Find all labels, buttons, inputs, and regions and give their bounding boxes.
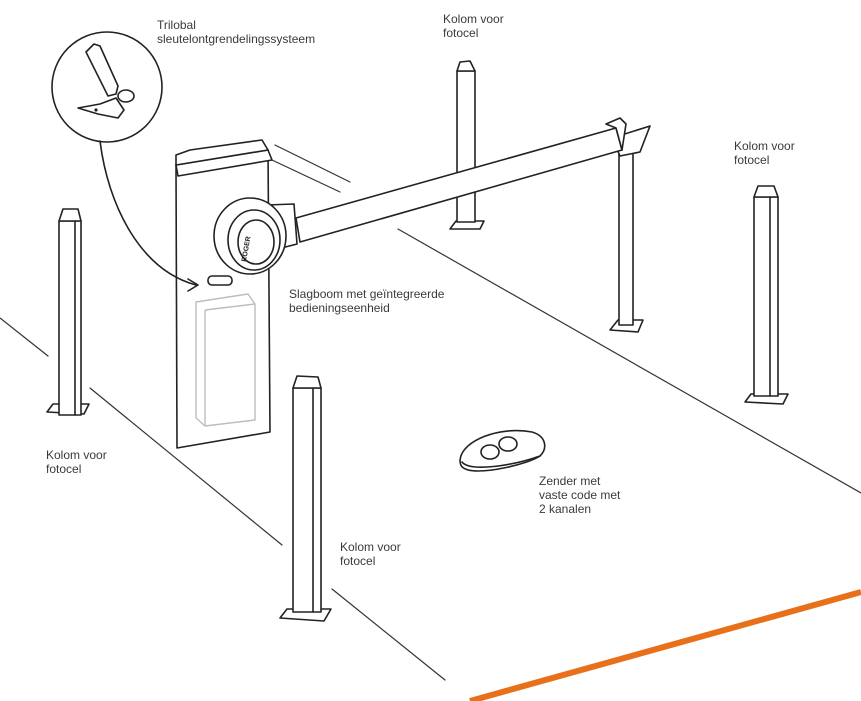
photocell-column-front <box>279 375 332 622</box>
brand-logo: ROGER <box>241 236 252 262</box>
photocell-column-top-center <box>449 60 485 230</box>
motor-hub <box>213 197 298 275</box>
photocell-column-right <box>744 185 789 405</box>
road-lines <box>0 144 861 681</box>
boom-arm <box>295 117 627 243</box>
photocell-column-left <box>46 208 90 416</box>
barrier-cabinet <box>175 139 273 449</box>
accent-stripe <box>469 589 861 701</box>
key-connector-arrow <box>99 140 199 292</box>
boom-support-post <box>609 125 651 333</box>
trilobal-key-detail <box>51 31 163 143</box>
transmitter-remote <box>459 429 546 472</box>
